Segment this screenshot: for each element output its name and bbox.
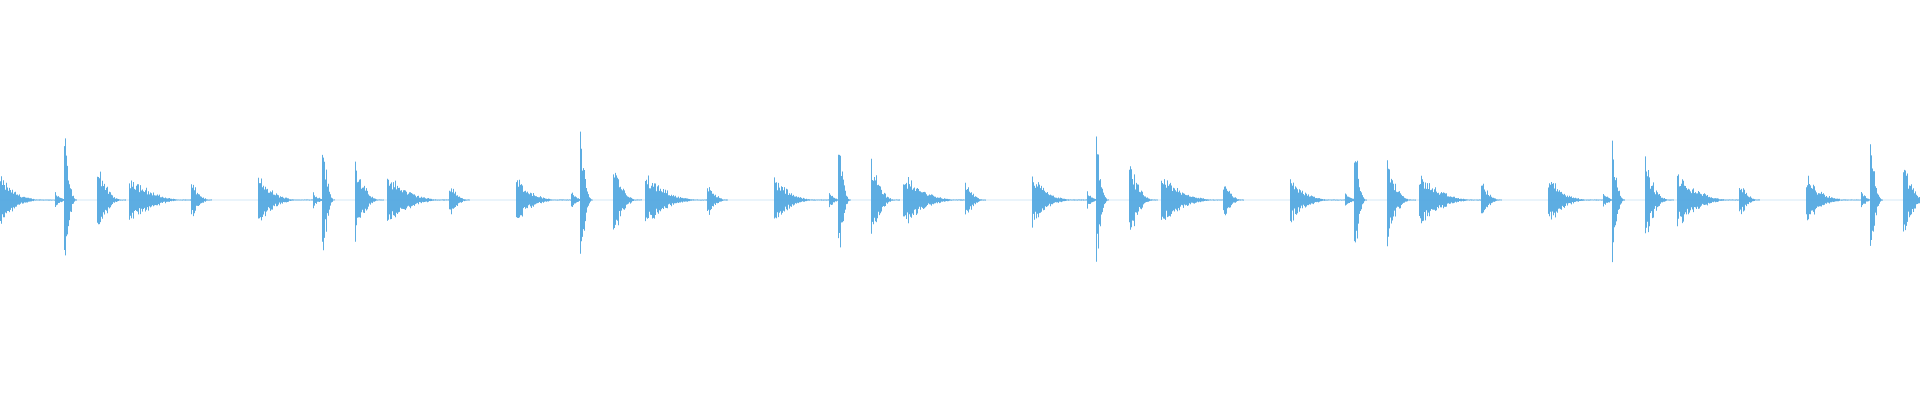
waveform-path bbox=[0, 131, 1920, 263]
